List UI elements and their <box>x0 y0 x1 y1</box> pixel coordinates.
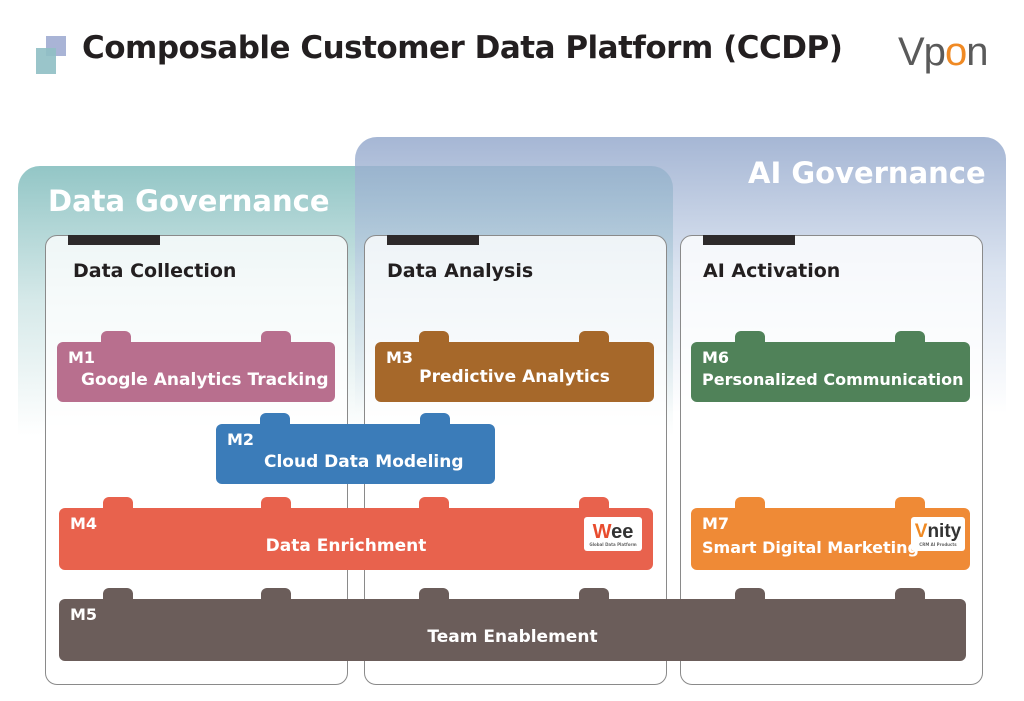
column-title: Data Collection <box>73 260 237 282</box>
ai-governance-label: AI Governance <box>748 156 986 190</box>
data-governance-label: Data Governance <box>48 184 330 218</box>
brand-logo: Vpon <box>898 30 988 74</box>
column-title: AI Activation <box>703 260 841 282</box>
module-label: Smart Digital Marketing <box>702 538 919 557</box>
module-m7-block: M7 Smart Digital Marketing Vnity CRM AI … <box>691 497 970 570</box>
module-code: M4 <box>70 514 98 533</box>
module-code: M6 <box>702 348 730 367</box>
module-m6-block: M6 Personalized Communication <box>691 331 970 402</box>
module-code: M7 <box>702 514 730 533</box>
module-label: Cloud Data Modeling <box>264 452 464 472</box>
module-m3-block: M3 Predictive Analytics <box>375 331 654 402</box>
header-logo-mark <box>36 36 66 76</box>
module-code: M2 <box>227 430 255 449</box>
module-code: M5 <box>70 605 98 624</box>
module-m5-block: M5 Team Enablement <box>59 588 966 661</box>
module-m4-block: M4 Data Enrichment Wee Global Data Platf… <box>59 497 653 570</box>
module-label: Team Enablement <box>427 627 598 647</box>
column-title: Data Analysis <box>387 260 534 282</box>
module-code: M3 <box>386 348 414 367</box>
page-title: Composable Customer Data Platform (CCDP) <box>82 30 843 66</box>
module-m1-block: M1 Google Analytics Tracking <box>57 331 335 402</box>
wee-logo: Wee Global Data Platform <box>584 517 642 551</box>
vnity-logo: Vnity CRM AI Products <box>911 517 965 551</box>
module-label: Personalized Communication <box>702 370 964 389</box>
module-code: M1 <box>68 348 96 367</box>
module-label: Google Analytics Tracking <box>81 370 329 390</box>
module-label: Predictive Analytics <box>419 367 610 387</box>
module-label: Data Enrichment <box>265 536 427 556</box>
module-m2-block: M2 Cloud Data Modeling <box>216 413 495 484</box>
